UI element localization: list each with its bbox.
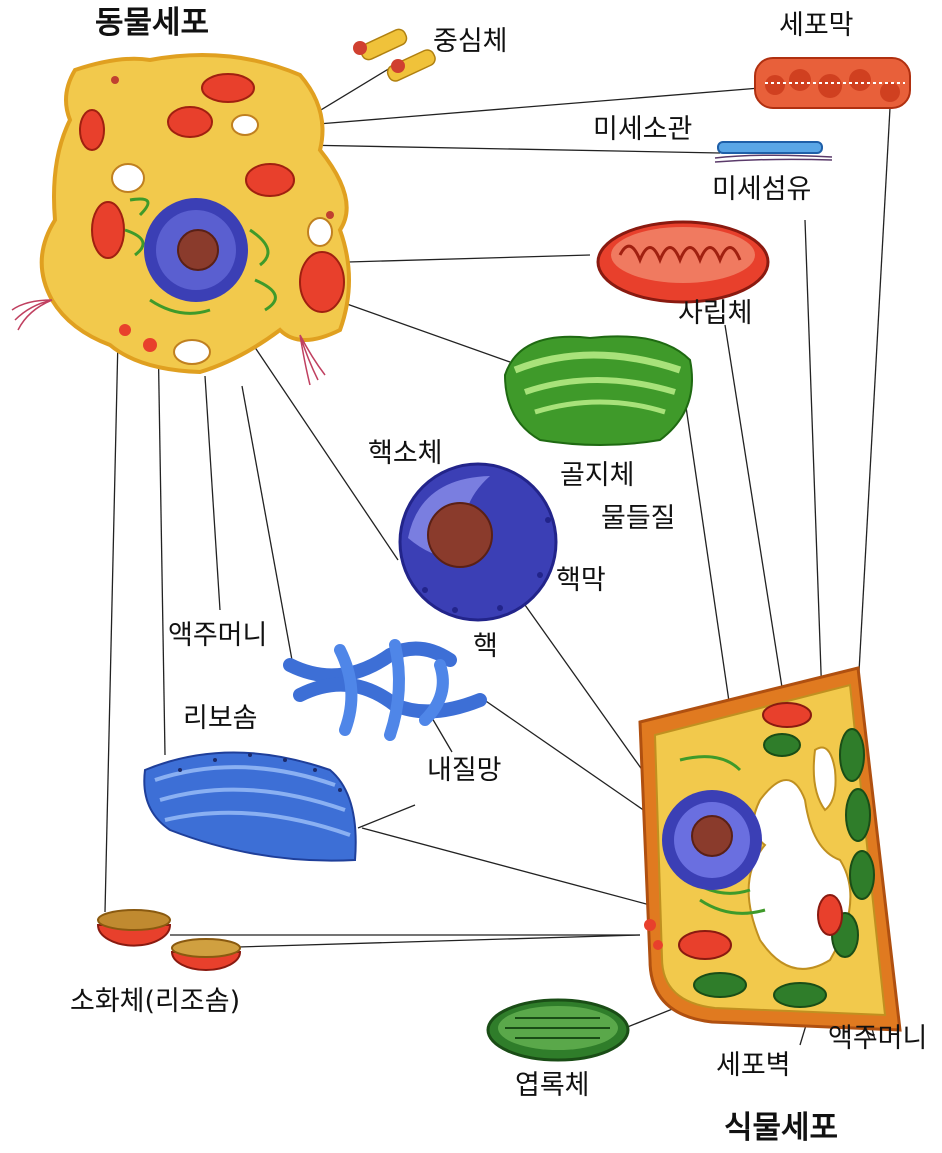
rough-er bbox=[144, 753, 355, 861]
er-label: 내질망 bbox=[427, 757, 502, 784]
golgi-apparatus bbox=[505, 336, 692, 445]
plant-cell-title: 식물세포 bbox=[724, 1113, 838, 1144]
vacuole-right-label: 액주머니 bbox=[828, 1025, 927, 1052]
chloroplast-label: 엽록체 bbox=[515, 1072, 590, 1099]
ribosome-label: 리보솜 bbox=[183, 705, 258, 732]
mitochondria-label: 사립체 bbox=[678, 300, 753, 327]
lysosomes bbox=[98, 910, 240, 970]
mitochondrion bbox=[598, 222, 768, 302]
chromatin-label: 물들질 bbox=[601, 505, 676, 532]
animal-cell bbox=[12, 55, 349, 385]
animal-cell-title: 동물세포 bbox=[95, 8, 209, 39]
endoplasmic-reticulum-tubes bbox=[290, 645, 480, 735]
microfilament-label: 미세섬유 bbox=[712, 176, 811, 203]
microtubule-fragment bbox=[718, 142, 822, 153]
lysosome-label: 소화체(리조솜) bbox=[70, 988, 240, 1015]
nucleus-cutaway bbox=[400, 464, 556, 620]
cell-membrane-fragment bbox=[755, 58, 910, 108]
cell-wall-label: 세포벽 bbox=[716, 1052, 791, 1079]
golgi-label: 골지체 bbox=[560, 462, 635, 489]
centrosome-label: 중심체 bbox=[433, 28, 508, 55]
microfilament-fragment bbox=[715, 155, 832, 162]
centrosome bbox=[353, 27, 437, 83]
vacuole-left-label: 액주머니 bbox=[168, 622, 267, 649]
plant-cell bbox=[640, 668, 900, 1030]
microtubule-label: 미세소관 bbox=[593, 116, 692, 143]
nucleus-label: 핵 bbox=[473, 633, 498, 660]
chloroplast bbox=[488, 1000, 628, 1060]
nuclear-membrane-label: 핵막 bbox=[556, 567, 606, 594]
cell-membrane-label: 세포막 bbox=[779, 12, 854, 39]
nucleolus-label: 핵소체 bbox=[368, 440, 443, 467]
